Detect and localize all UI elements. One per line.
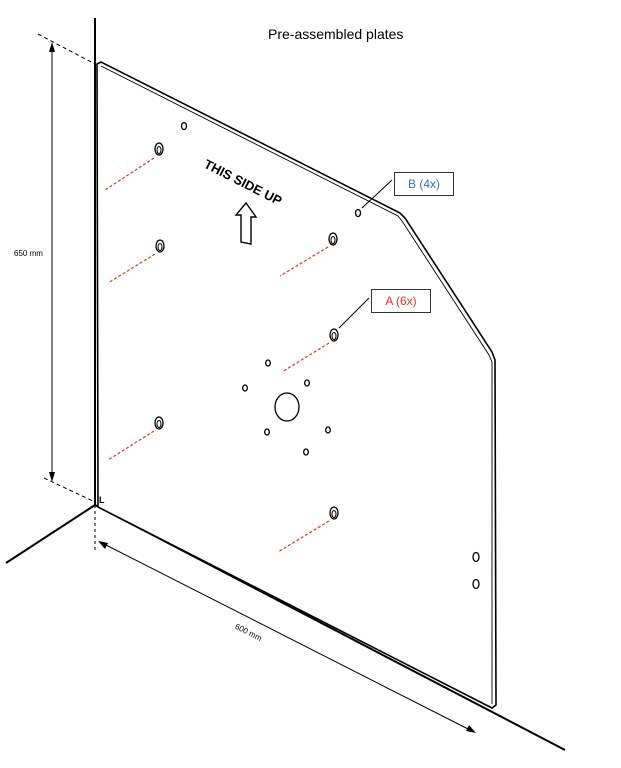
height-label: 650 mm — [14, 249, 43, 258]
page-title: Pre-assembled plates — [268, 26, 404, 42]
callout-b-leader — [361, 179, 393, 209]
hole-b — [354, 208, 362, 218]
bolt-hole — [325, 426, 331, 434]
hole-a — [281, 328, 339, 373]
up-arrow-icon — [234, 201, 258, 245]
holes-a — [104, 142, 339, 553]
hole-b — [472, 551, 480, 563]
hole-a — [107, 239, 165, 284]
width-dimension-line — [99, 541, 475, 733]
bolt-hole — [303, 448, 309, 456]
height-extension-bottom — [43, 477, 96, 503]
hole-a — [104, 142, 164, 191]
hole-a — [107, 416, 164, 461]
height-arrow-top — [49, 42, 55, 52]
small-holes — [180, 121, 480, 590]
height-arrow-bottom — [49, 472, 55, 482]
callout-a: A (6x) — [371, 289, 431, 313]
bolt-hole — [242, 384, 248, 392]
height-dimension — [37, 33, 96, 503]
center-hole — [274, 392, 300, 422]
width-dimension — [98, 541, 476, 733]
callout-a-leader — [338, 297, 370, 329]
bolt-hole — [264, 428, 270, 436]
bolt-hole — [265, 359, 271, 367]
plate-edge-inner — [100, 65, 493, 704]
callout-a-label: A (6x) — [385, 294, 417, 308]
callout-b-label: B (4x) — [407, 177, 440, 191]
bolt-hole — [304, 379, 310, 387]
hole-a — [277, 506, 339, 553]
floor-left-line — [5, 504, 96, 564]
width-arrow-right — [466, 725, 476, 733]
hole-b — [180, 121, 188, 131]
plate — [96, 61, 497, 709]
center-hole-pattern — [242, 359, 331, 456]
height-extension-top — [37, 33, 96, 65]
width-label: 600 mm — [234, 622, 264, 643]
width-arrow-left — [98, 541, 108, 549]
plate-outline — [96, 61, 497, 709]
hole-a — [279, 232, 338, 277]
hole-b — [472, 578, 480, 590]
corner-marker: L — [99, 495, 105, 505]
callout-b: B (4x) — [394, 172, 454, 196]
